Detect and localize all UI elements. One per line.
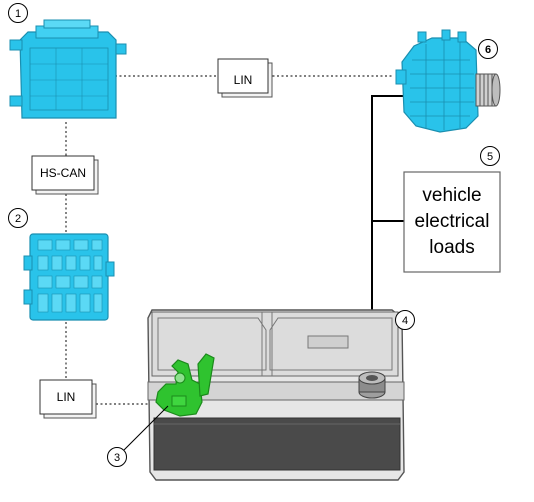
power-cables — [371, 95, 408, 378]
engine-control-module — [9, 19, 127, 119]
loads-line-2: electrical — [415, 211, 490, 232]
hs-can-label: HS-CAN — [40, 166, 86, 180]
alternator-pulley — [475, 73, 501, 107]
lin-top-box: LIN — [217, 58, 273, 98]
callout-3-number: 3 — [114, 452, 120, 464]
vehicle-loads-box: vehicle electrical loads — [403, 171, 501, 273]
callout-4-number: 4 — [402, 315, 408, 327]
lin-top-label: LIN — [234, 73, 253, 87]
loads-line-1: vehicle — [422, 185, 481, 206]
positive-terminal — [358, 371, 386, 399]
alternator-cable — [371, 95, 408, 378]
lin-bottom-box: LIN — [39, 379, 97, 419]
callout-2-number: 2 — [15, 213, 21, 225]
battery — [147, 309, 405, 481]
callout-4: 4 — [395, 310, 415, 330]
callout-3: 3 — [107, 405, 169, 467]
battery-vent-caps — [157, 312, 393, 376]
loads-line-3: loads — [429, 237, 474, 258]
callout-1-number: 1 — [15, 8, 21, 20]
alternator — [395, 29, 501, 133]
callout-5-number: 5 — [487, 151, 493, 163]
body-control-module — [23, 233, 115, 321]
battery-monitoring-sensor — [155, 353, 215, 417]
hs-can-box: HS-CAN — [31, 155, 99, 195]
callout-1: 1 — [8, 3, 28, 23]
lin-bottom-label: LIN — [57, 390, 76, 404]
callout-2: 2 — [8, 208, 28, 228]
callout-6: 6 — [478, 39, 498, 59]
callout-5: 5 — [480, 146, 500, 166]
callout-6-number: 6 — [485, 44, 491, 56]
